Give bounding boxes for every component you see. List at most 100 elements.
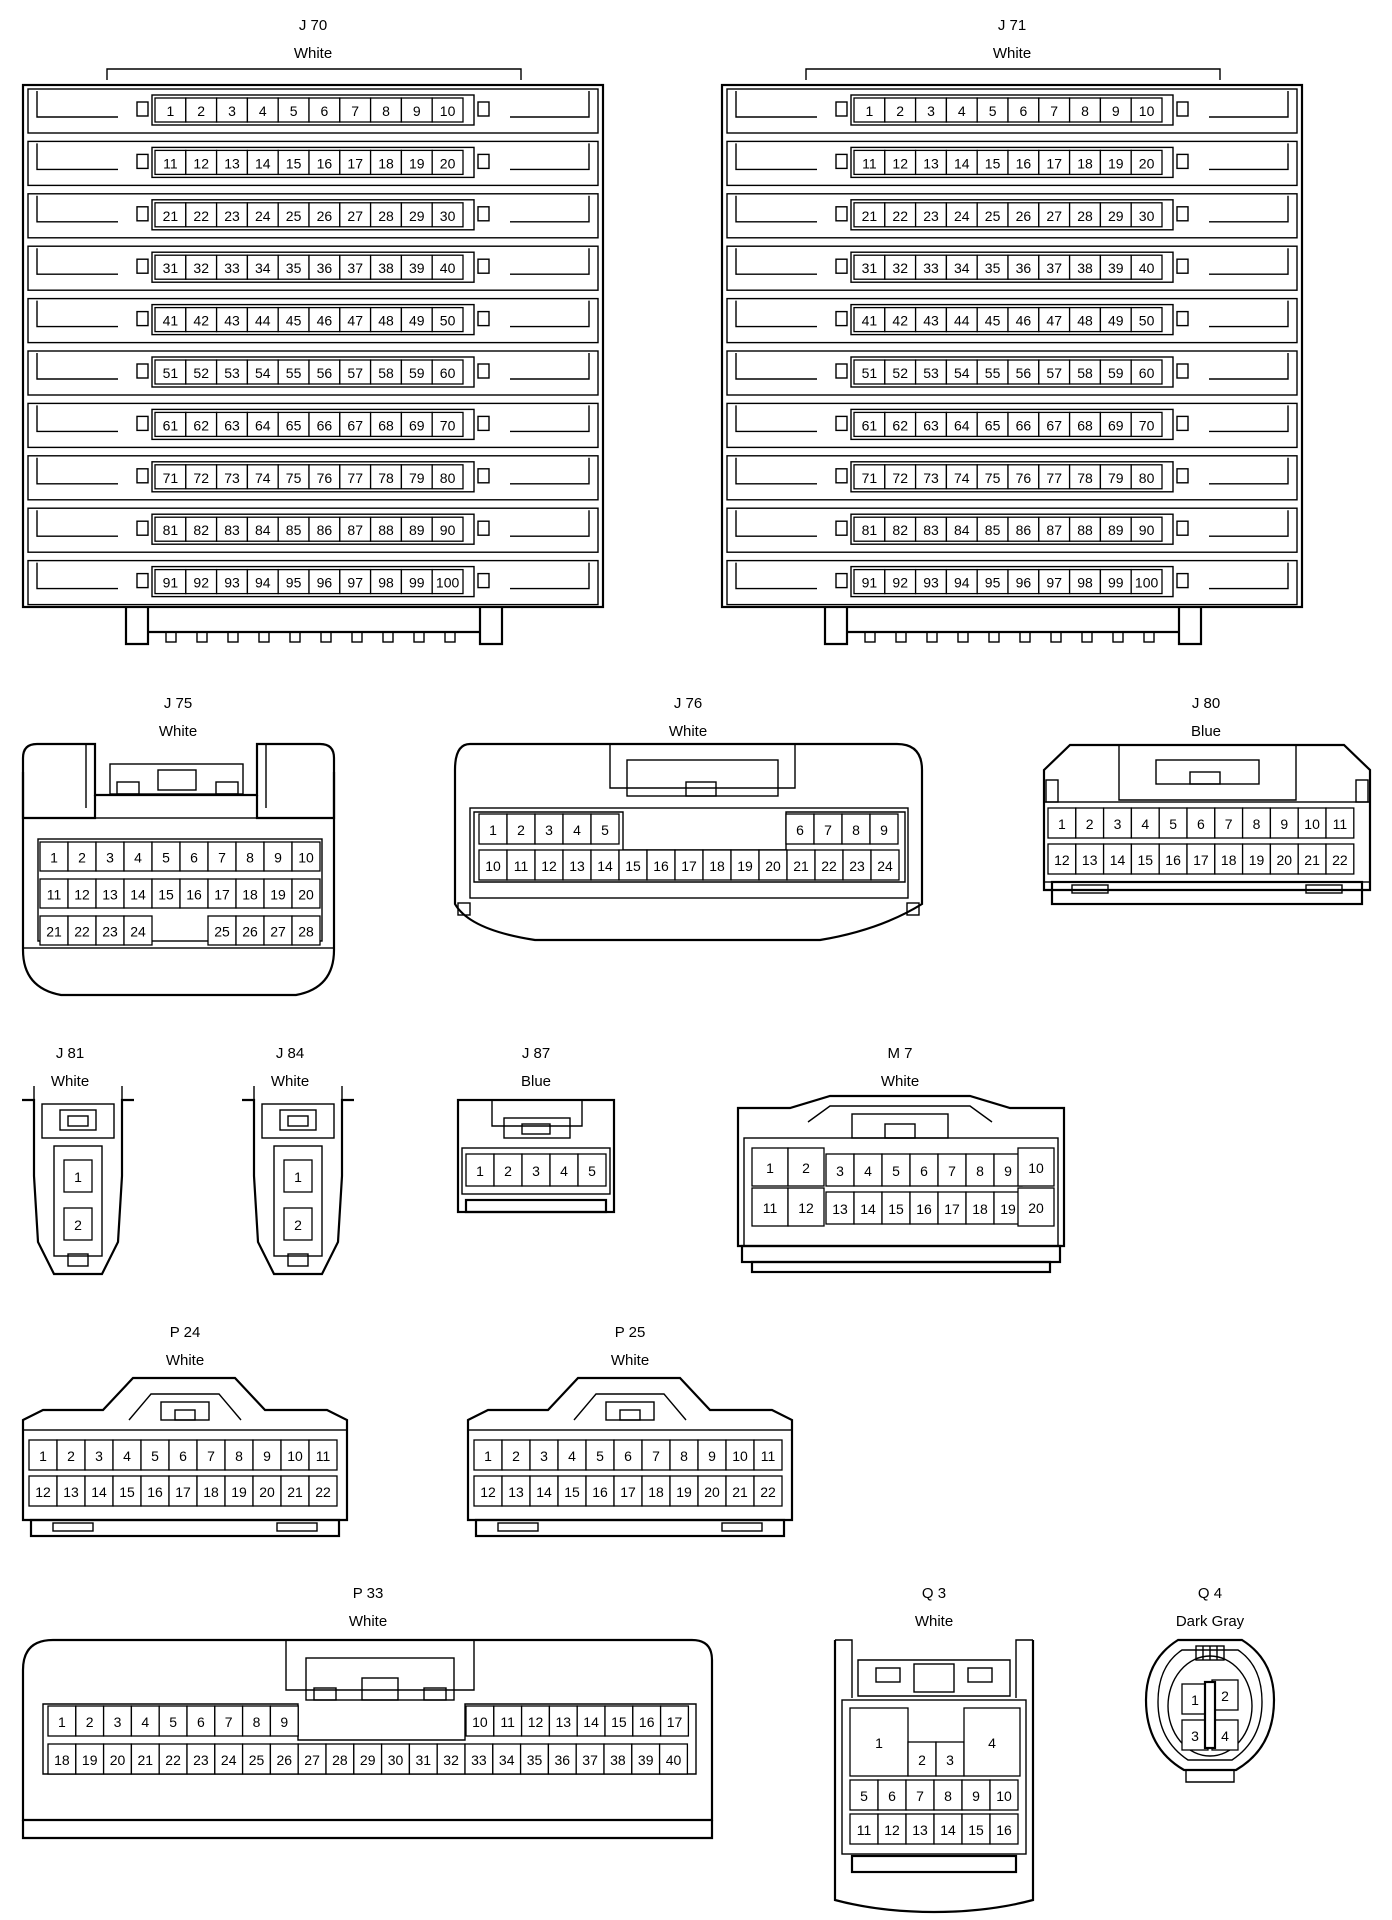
- pin-label: 49: [1108, 313, 1124, 329]
- pin-label: 84: [954, 522, 970, 538]
- pin-label: 16: [996, 1822, 1012, 1838]
- pin-label: 15: [625, 858, 641, 874]
- connector-color: White: [166, 1352, 204, 1369]
- connector-id: J 76: [674, 695, 702, 712]
- pin-label: 93: [224, 575, 240, 591]
- pin-label: 82: [892, 522, 908, 538]
- pin-label: 2: [802, 1160, 810, 1176]
- pin-label: 8: [852, 822, 860, 838]
- pin-label: 2: [67, 1448, 75, 1464]
- pin-label: 1: [1058, 816, 1066, 832]
- pin-label: 9: [880, 822, 888, 838]
- pin-label: 28: [1077, 208, 1093, 224]
- pin-label: 3: [1191, 1728, 1199, 1744]
- pin-label: 24: [255, 208, 271, 224]
- connector-id: J 70: [299, 17, 327, 34]
- pin-label: 99: [1108, 575, 1124, 591]
- pin-label: 14: [954, 155, 970, 171]
- pin-label: 13: [832, 1201, 848, 1217]
- pin-label: 26: [317, 208, 333, 224]
- pin-label: 37: [1046, 260, 1062, 276]
- connector-color: White: [915, 1613, 953, 1630]
- pin-label: 15: [1138, 852, 1154, 868]
- pin-label: 3: [540, 1448, 548, 1464]
- pin-label: 11: [514, 858, 529, 874]
- pin-label: 16: [653, 858, 669, 874]
- pin-label: 18: [648, 1484, 664, 1500]
- pin-label: 14: [255, 155, 271, 171]
- pin-label: 71: [163, 470, 179, 486]
- pin-label: 21: [793, 858, 809, 874]
- pin-label: 10: [472, 1714, 488, 1730]
- pin-label: 2: [78, 850, 86, 866]
- pin-label: 2: [86, 1714, 94, 1730]
- pin-label: 50: [1139, 313, 1155, 329]
- connector-id: J 75: [164, 695, 192, 712]
- pin-label: 12: [884, 1822, 900, 1838]
- pin-label: 98: [1077, 575, 1093, 591]
- pin-label: 15: [158, 887, 174, 903]
- pin-label: 49: [409, 313, 425, 329]
- connector-id: P 25: [615, 1324, 646, 1341]
- pin-label: 3: [95, 1448, 103, 1464]
- pin-label: 61: [862, 417, 878, 433]
- pin-label: 19: [409, 155, 425, 171]
- pin-label: 52: [892, 365, 908, 381]
- pin-label: 22: [892, 208, 908, 224]
- pin-label: 6: [1020, 103, 1028, 119]
- pin-label: 88: [378, 522, 394, 538]
- pin-label: 10: [298, 850, 314, 866]
- pin-label: 7: [652, 1448, 660, 1464]
- pin-label: 54: [954, 365, 970, 381]
- pin-label: 22: [74, 924, 90, 940]
- pin-label: 4: [958, 103, 966, 119]
- pin-label: 20: [298, 887, 314, 903]
- pin-label: 9: [708, 1448, 716, 1464]
- pin-label: 12: [892, 155, 908, 171]
- pin-label: 76: [1016, 470, 1032, 486]
- pin-label: 1: [74, 1169, 82, 1185]
- pin-label: 75: [985, 470, 1001, 486]
- pin-label: 8: [253, 1714, 261, 1730]
- pin-label: 2: [517, 822, 525, 838]
- pin-label: 17: [175, 1484, 191, 1500]
- pin-label: 74: [255, 470, 271, 486]
- pin-label: 93: [923, 575, 939, 591]
- pin-label: 14: [536, 1484, 552, 1500]
- pin-label: 30: [1139, 208, 1155, 224]
- pin-label: 21: [1304, 852, 1320, 868]
- pin-label: 58: [1077, 365, 1093, 381]
- pin-label: 77: [347, 470, 363, 486]
- connector-id: J 81: [56, 1045, 84, 1062]
- pin-label: 8: [1081, 103, 1089, 119]
- pin-label: 1: [50, 850, 58, 866]
- pin-label: 4: [988, 1735, 996, 1751]
- pin-label: 58: [378, 365, 394, 381]
- pin-label: 50: [440, 313, 456, 329]
- pin-label: 89: [409, 522, 425, 538]
- pin-label: 27: [347, 208, 363, 224]
- pin-label: 5: [151, 1448, 159, 1464]
- pin-label: 53: [923, 365, 939, 381]
- pin-label: 11: [500, 1714, 515, 1730]
- pin-label: 18: [203, 1484, 219, 1500]
- pin-label: 5: [860, 1788, 868, 1804]
- connector-color: Dark Gray: [1176, 1613, 1245, 1630]
- pin-label: 2: [918, 1752, 926, 1768]
- pin-label: 9: [1280, 816, 1288, 832]
- pin-label: 88: [1077, 522, 1093, 538]
- pin-label: 16: [317, 155, 333, 171]
- pin-label: 14: [940, 1822, 956, 1838]
- pin-label: 18: [1077, 155, 1093, 171]
- pin-label: 4: [573, 822, 581, 838]
- pin-label: 1: [484, 1448, 492, 1464]
- pin-label: 6: [624, 1448, 632, 1464]
- pin-label: 92: [193, 575, 209, 591]
- pin-label: 9: [263, 1448, 271, 1464]
- connector-color: White: [669, 723, 707, 740]
- pin-label: 81: [163, 522, 179, 538]
